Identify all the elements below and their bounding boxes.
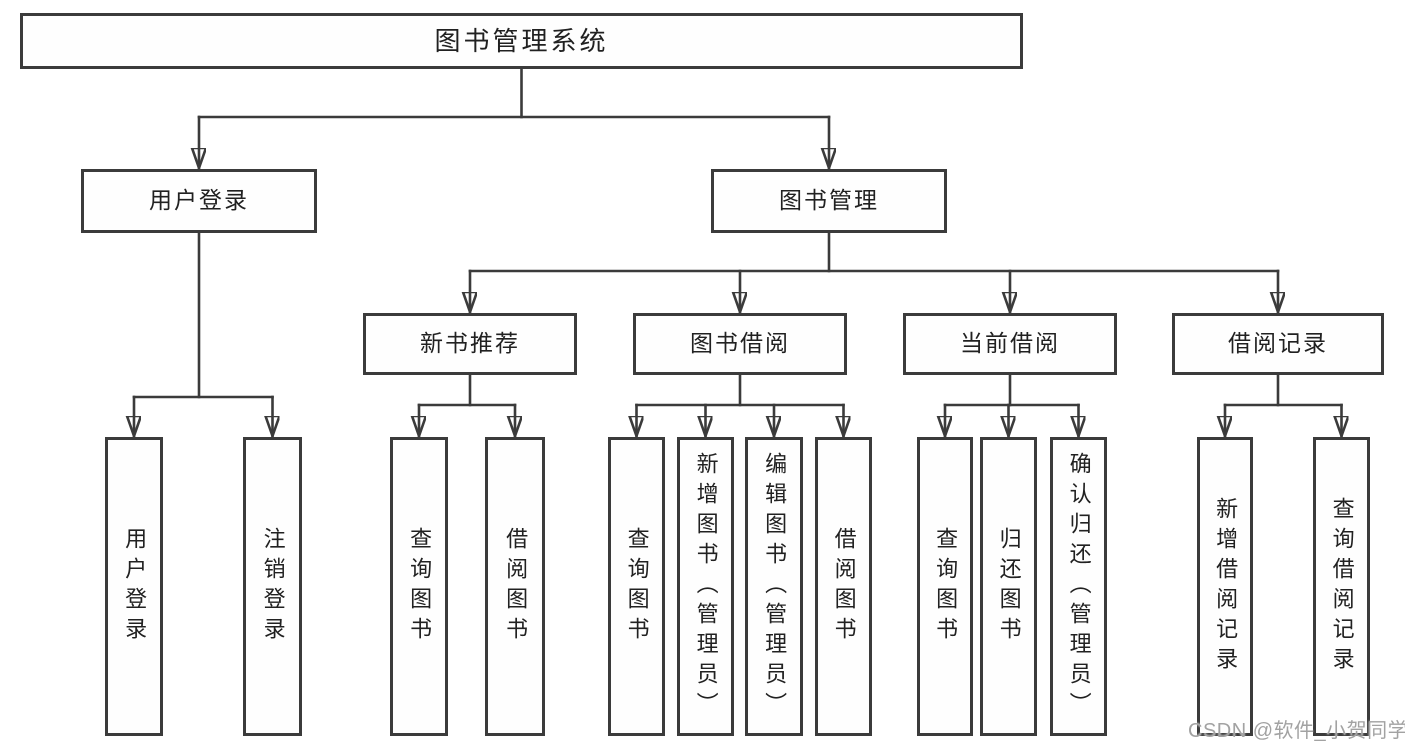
node-label: 用户登录	[122, 526, 148, 647]
node-label: 注销登录	[260, 526, 286, 647]
node-label: 查询图书	[933, 526, 959, 647]
node-borrow-record: 借阅记录	[1172, 313, 1384, 375]
node-leaf-user-login: 用户登录	[105, 437, 163, 736]
node-label: 借阅记录	[1228, 330, 1328, 357]
node-book-borrow: 图书借阅	[633, 313, 847, 375]
node-leaf-query-3: 查询图书	[917, 437, 973, 736]
node-leaf-logout: 注销登录	[243, 437, 302, 736]
node-new-book: 新书推荐	[363, 313, 577, 375]
node-leaf-query-rec: 查询借阅记录	[1313, 437, 1370, 736]
watermark: CSDN @软件_小贺同学	[1188, 720, 1405, 742]
node-label: 用户登录	[149, 187, 249, 214]
node-label: 新增图书（管理员）	[693, 451, 719, 722]
node-label: 查询借阅记录	[1329, 496, 1355, 677]
node-leaf-confirm: 确认归还（管理员）	[1050, 437, 1107, 736]
node-current-borrow: 当前借阅	[903, 313, 1117, 375]
node-label: 查询图书	[624, 526, 650, 647]
node-label: 新书推荐	[420, 330, 520, 357]
node-label: 归还图书	[996, 526, 1022, 647]
node-label: 当前借阅	[960, 330, 1060, 357]
node-leaf-borrow-2: 借阅图书	[815, 437, 872, 736]
node-label: 编辑图书（管理员）	[762, 451, 788, 722]
node-label: 借阅图书	[831, 526, 857, 647]
node-leaf-add-rec: 新增借阅记录	[1197, 437, 1253, 736]
node-user-login: 用户登录	[81, 169, 317, 233]
node-leaf-query-1: 查询图书	[390, 437, 448, 736]
node-label: 查询图书	[407, 526, 433, 647]
node-leaf-return: 归还图书	[980, 437, 1037, 736]
node-label: 图书管理系统	[434, 25, 609, 56]
node-label: 图书管理	[779, 187, 879, 214]
node-label: 图书借阅	[690, 330, 790, 357]
node-label: 借阅图书	[503, 526, 529, 647]
node-book-mgmt: 图书管理	[711, 169, 947, 233]
node-root: 图书管理系统	[20, 13, 1023, 69]
node-leaf-borrow-1: 借阅图书	[485, 437, 545, 736]
node-label: 确认归还（管理员）	[1066, 451, 1092, 722]
node-leaf-edit-book: 编辑图书（管理员）	[745, 437, 803, 736]
node-leaf-add-book: 新增图书（管理员）	[677, 437, 734, 736]
node-leaf-query-2: 查询图书	[608, 437, 665, 736]
node-label: 新增借阅记录	[1213, 496, 1239, 677]
